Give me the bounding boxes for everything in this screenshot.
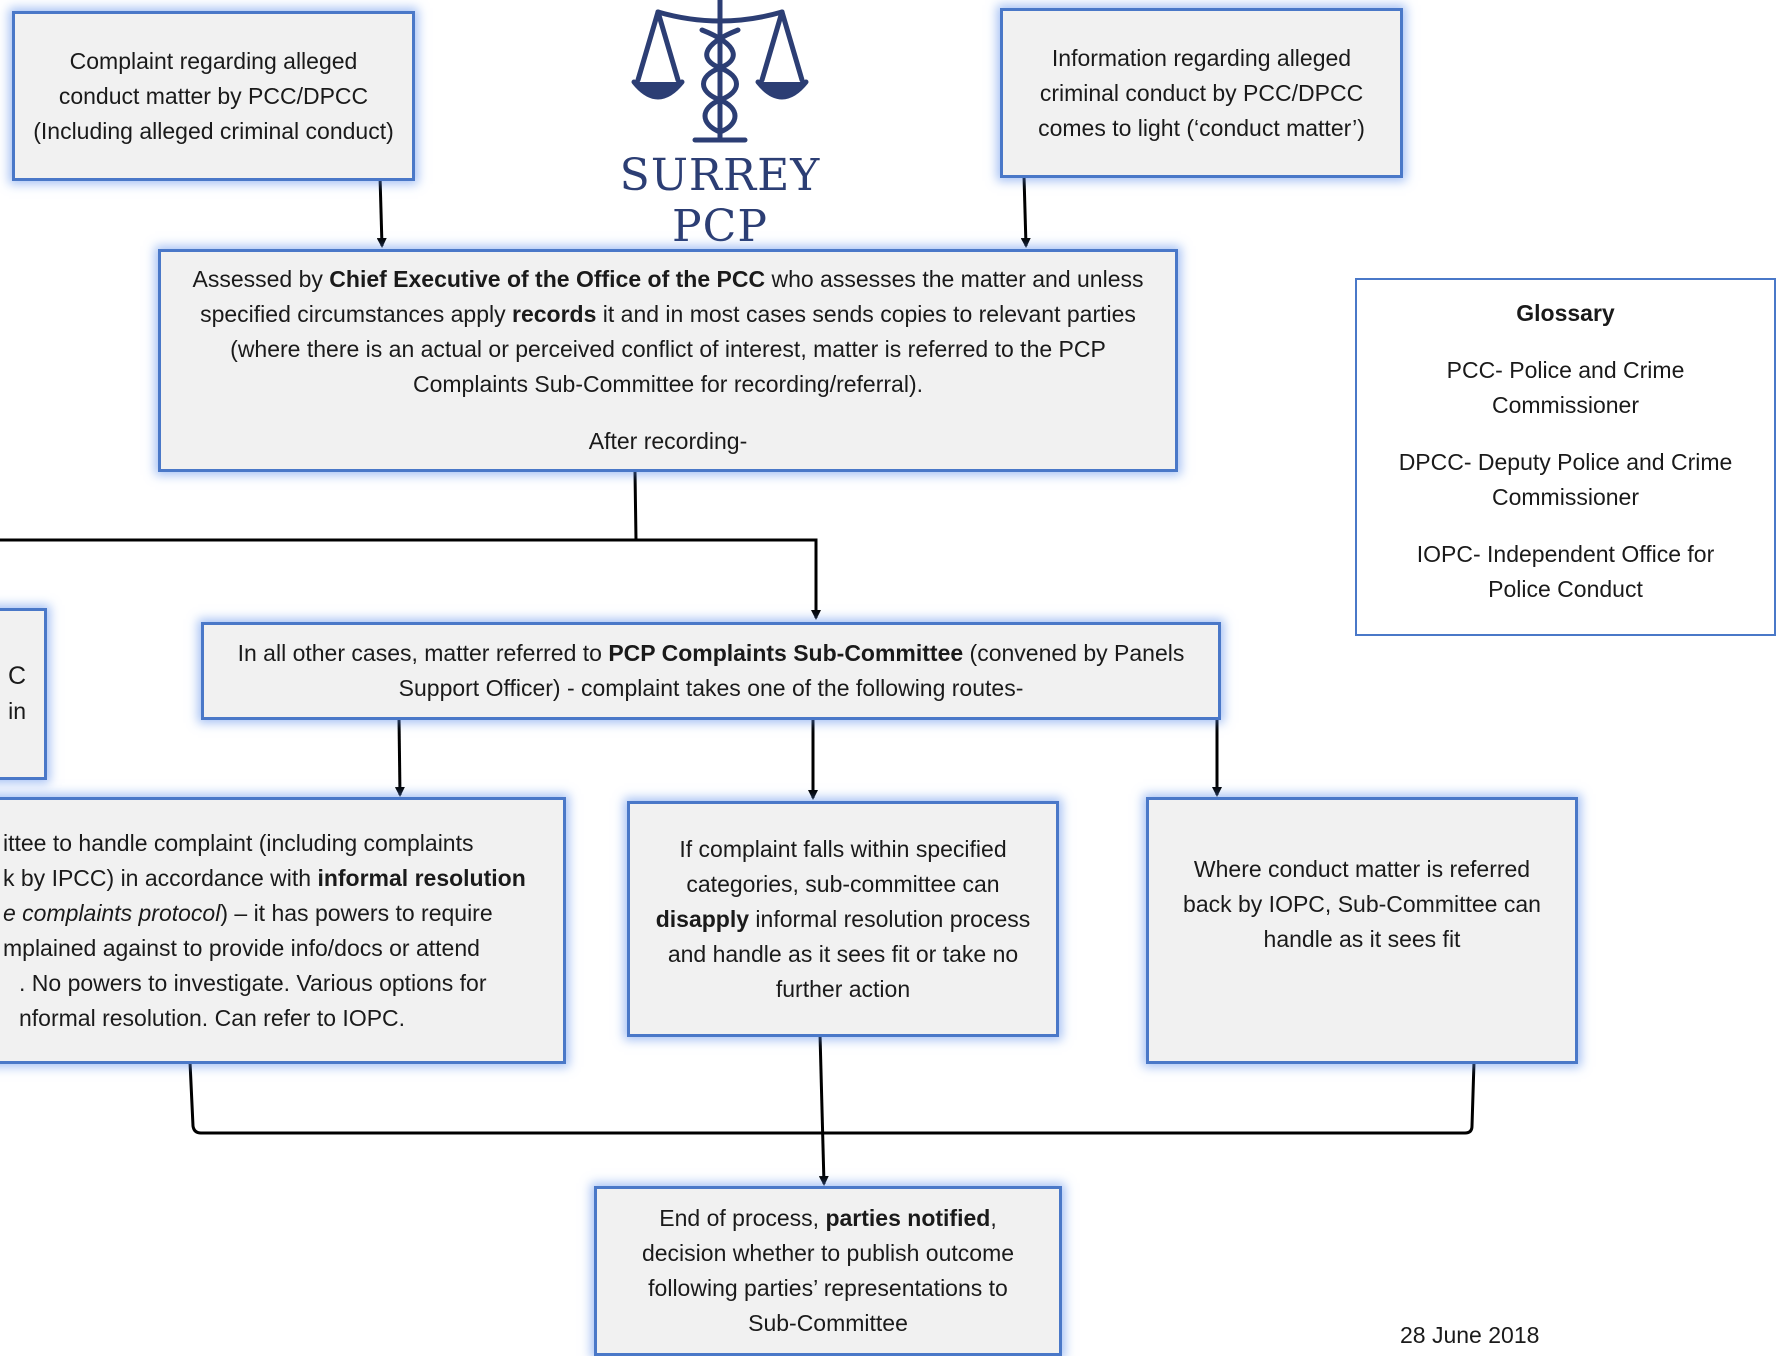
informal-line-5: . No powers to investigate. Various opti… [19, 969, 487, 996]
arrow-to-end [818, 1033, 829, 1186]
informal-line-4: mplained against to provide info/docs or… [3, 934, 480, 961]
line-merge-bottom [188, 1061, 1476, 1135]
other-cases-text: In all other cases, matter referred to P… [237, 640, 1185, 701]
arrow-split-to-other-cases [636, 538, 821, 620]
informal-line-1: ittee to handle complaint (including com… [3, 829, 474, 856]
glossary-box: Glossary PCC- Police and Crime Commissio… [1355, 278, 1776, 636]
glossary-title: Glossary [1516, 300, 1615, 326]
after-recording-text: After recording- [588, 428, 748, 454]
pcc-handling-box-partial: C in [0, 608, 47, 780]
informal-line-3: e complaints protocol) – it has powers t… [3, 899, 493, 926]
informal-line-6: nformal resolution. Can refer to IOPC. [19, 1004, 406, 1031]
glossary-item-dpcc: DPCC- Deputy Police and Crime Commission… [1398, 449, 1733, 510]
iopc-text: Where conduct matter is referred back by… [1183, 856, 1541, 952]
document-date: 28 June 2018 [1400, 1322, 1540, 1348]
arrow-to-informal [394, 717, 405, 797]
complaint-text: Complaint regarding alleged conduct matt… [33, 47, 394, 144]
informal-resolution-box: ittee to handle complaint (including com… [0, 797, 566, 1064]
complaint-box: Complaint regarding alleged conduct matt… [12, 11, 415, 181]
arrow-information-to-assessed [1020, 175, 1031, 248]
informal-line-2: k by IPCC) in accordance with informal r… [3, 864, 526, 891]
information-text: Information regarding alleged criminal c… [1038, 44, 1365, 141]
partial-line-1: C [7, 662, 26, 690]
glossary-item-pcc: PCC- Police and Crime Commissioner [1446, 357, 1685, 418]
logo-text: SURREY PCP [619, 150, 821, 252]
end-text: End of process, parties notified, decisi… [641, 1205, 1015, 1336]
disapply-box: If complaint falls within specified cate… [627, 801, 1059, 1037]
arrow-complaint-to-assessed [376, 175, 387, 248]
iopc-referred-back-box: Where conduct matter is referred back by… [1146, 797, 1578, 1064]
end-of-process-box: End of process, parties notified, decisi… [594, 1186, 1062, 1356]
glossary-item-iopc: IOPC- Independent Office for Police Cond… [1416, 541, 1715, 602]
surrey-pcp-logo: SURREY PCP [590, 0, 850, 252]
information-box: Information regarding alleged criminal c… [1000, 8, 1403, 178]
scales-of-justice-caduceus-icon [631, 0, 809, 143]
assessed-text: Assessed by Chief Executive of the Offic… [192, 266, 1144, 397]
partial-line-2: in [8, 698, 26, 724]
disapply-text: If complaint falls within specified cate… [655, 835, 1031, 1002]
assessed-box: Assessed by Chief Executive of the Offic… [158, 249, 1178, 472]
other-cases-box: In all other cases, matter referred to P… [201, 622, 1221, 720]
line-assessed-split [0, 471, 638, 542]
